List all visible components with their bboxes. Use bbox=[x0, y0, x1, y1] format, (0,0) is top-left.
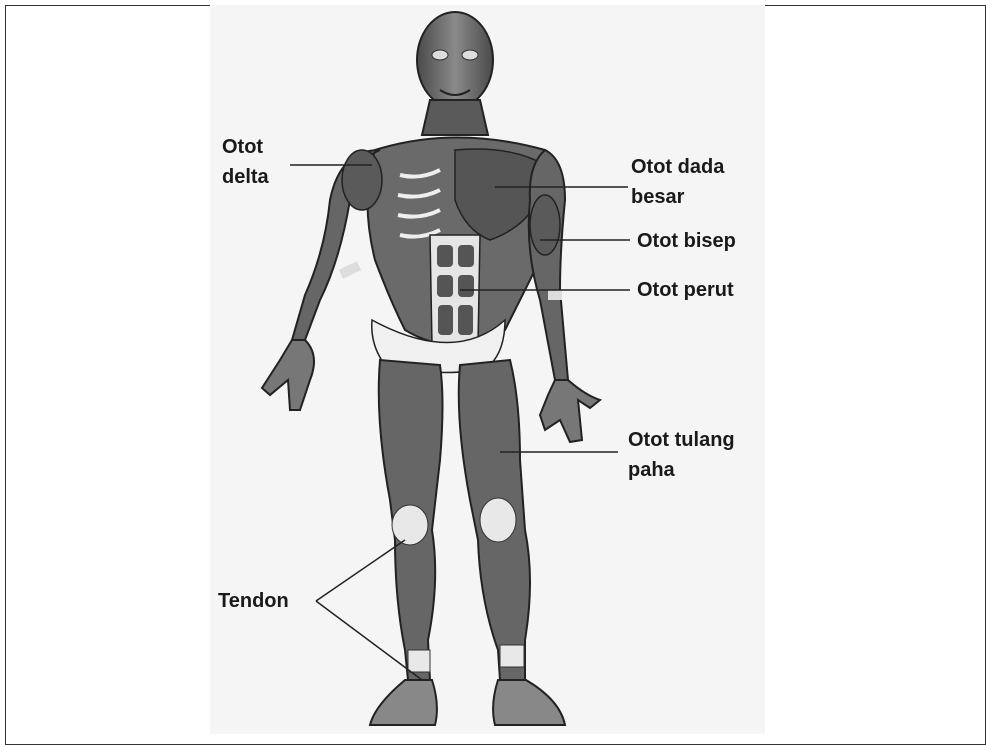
left-leg bbox=[370, 360, 443, 725]
label-line: Otot dada bbox=[631, 152, 724, 182]
label-otot-perut: Otot perut bbox=[637, 275, 734, 305]
head bbox=[417, 12, 493, 108]
label-line: Otot bbox=[222, 132, 269, 162]
label-otot-delta: Otot delta bbox=[222, 132, 269, 192]
label-line: paha bbox=[628, 455, 735, 485]
label-line: Otot tulang bbox=[628, 425, 735, 455]
abdominal-muscles bbox=[430, 235, 480, 350]
label-tendon: Tendon bbox=[218, 586, 289, 616]
label-line: delta bbox=[222, 162, 269, 192]
label-otot-bisep: Otot bisep bbox=[637, 226, 736, 256]
leader-tendon-knee bbox=[316, 540, 405, 601]
label-otot-dada-besar: Otot dada besar bbox=[631, 152, 724, 212]
neck bbox=[422, 100, 488, 135]
left-arm bbox=[262, 150, 382, 410]
label-otot-tulang-paha: Otot tulang paha bbox=[628, 425, 735, 485]
right-arm bbox=[529, 150, 600, 442]
label-line: besar bbox=[631, 182, 724, 212]
